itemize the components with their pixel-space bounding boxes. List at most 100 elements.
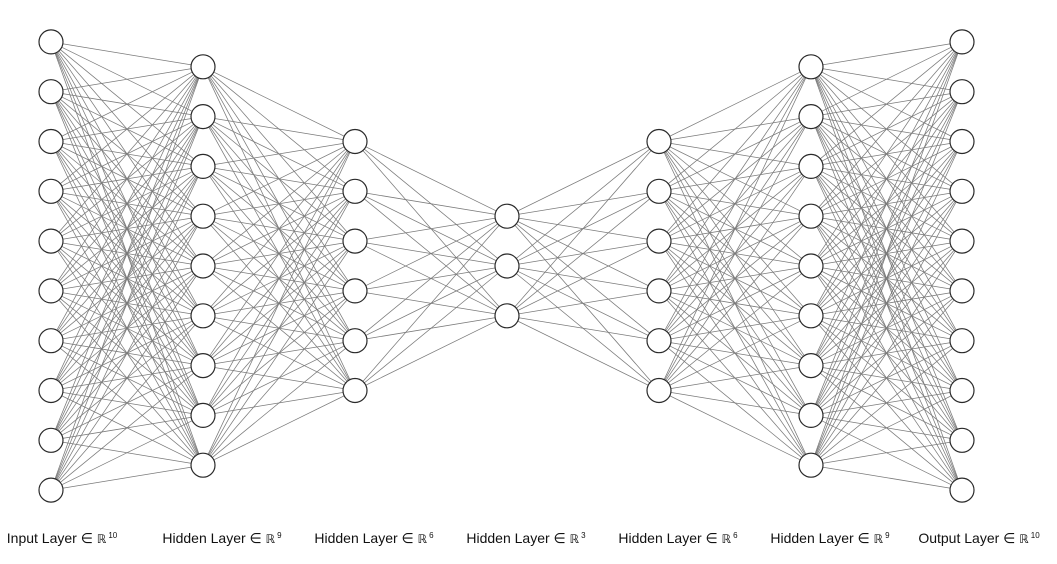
connection-line — [658, 315, 812, 391]
neuron-node — [798, 203, 824, 229]
neuron-node — [949, 79, 975, 105]
connection-line — [202, 141, 356, 466]
neuron-node — [949, 178, 975, 204]
neuron-node — [342, 228, 368, 254]
real-space-symbol: ℝ — [417, 532, 428, 546]
neuron-node — [646, 278, 672, 304]
connection-line — [50, 41, 204, 68]
connection-line — [202, 290, 356, 466]
neuron-node — [646, 178, 672, 204]
neuron-node — [949, 228, 975, 254]
connection-line — [202, 141, 356, 167]
connection-line — [50, 265, 204, 491]
connection-line — [50, 66, 204, 491]
neuron-node — [190, 303, 216, 329]
connection-line — [810, 191, 963, 466]
connection-line — [354, 315, 508, 391]
connection-line — [202, 340, 356, 466]
neuron-node — [342, 377, 368, 404]
connection-line — [506, 240, 660, 317]
connection-line — [202, 141, 356, 366]
connection-line — [658, 215, 812, 391]
neuron-node — [949, 278, 975, 304]
layer-dimension: 10 — [1030, 531, 1040, 540]
connection-line — [50, 66, 204, 441]
neuron-node — [38, 328, 64, 354]
connection-line — [202, 141, 356, 416]
connection-line — [810, 390, 963, 466]
connection-line — [810, 41, 963, 167]
connection-line — [506, 290, 660, 317]
layer-dimension: 3 — [581, 531, 586, 540]
neuron-node — [342, 128, 368, 155]
connection-line — [354, 215, 508, 242]
connection-line — [506, 141, 660, 267]
connection-line — [810, 41, 963, 267]
connection-line — [506, 191, 660, 317]
neuron-node — [646, 128, 672, 155]
connection-line — [202, 390, 356, 466]
connection-line — [658, 66, 812, 242]
connection-line — [810, 240, 963, 466]
connection-line — [658, 390, 812, 416]
layer-name: Output Layer — [918, 530, 1000, 546]
connection-line — [658, 66, 812, 192]
connection-line — [50, 415, 204, 491]
connection-line — [354, 215, 508, 341]
neuron-node — [38, 278, 64, 304]
neuron-node — [38, 427, 64, 453]
neuron-node — [342, 178, 368, 204]
connection-line — [810, 464, 963, 491]
connection-line — [50, 464, 204, 491]
member-symbol: ∈ — [553, 530, 566, 546]
connection-line — [50, 116, 204, 491]
layer-name: Hidden Layer — [466, 530, 550, 546]
connection-line — [506, 141, 660, 217]
member-symbol: ∈ — [705, 530, 718, 546]
neuron-node — [494, 303, 520, 329]
real-space-symbol: ℝ — [96, 532, 107, 546]
neuron-node — [190, 54, 216, 80]
connection-line — [810, 141, 963, 466]
connection-line — [810, 41, 963, 466]
real-space-symbol: ℝ — [873, 532, 884, 546]
connection-line — [202, 240, 356, 466]
neuron-node — [190, 402, 216, 428]
neuron-node — [646, 228, 672, 254]
connection-line — [50, 66, 204, 93]
real-space-symbol: ℝ — [721, 532, 732, 546]
layer-name: Hidden Layer — [314, 530, 398, 546]
neuron-node — [646, 377, 672, 404]
layer-name: Input Layer — [6, 530, 77, 546]
connection-line — [354, 265, 508, 391]
connection-line — [658, 166, 812, 391]
connection-line — [50, 66, 204, 341]
neuron-node — [38, 377, 64, 404]
connection-line — [810, 41, 963, 117]
neuron-node — [38, 178, 64, 204]
connection-line — [50, 315, 204, 491]
neuron-node — [798, 303, 824, 329]
connection-line — [506, 315, 660, 342]
real-space-symbol: ℝ — [1019, 532, 1029, 546]
connection-line — [658, 66, 812, 142]
neuron-node — [38, 79, 64, 105]
connection-line — [658, 66, 812, 292]
connection-line — [202, 116, 356, 142]
neuron-node — [190, 203, 216, 229]
connection-line — [506, 141, 660, 317]
layer-dimension: 6 — [733, 531, 738, 540]
layer-dimension: 9 — [885, 531, 890, 540]
real-space-symbol: ℝ — [569, 532, 580, 546]
member-symbol: ∈ — [857, 530, 870, 546]
connection-line — [810, 290, 963, 466]
neuron-node — [190, 452, 216, 478]
neuron-node — [798, 103, 824, 130]
connection-line — [50, 66, 204, 391]
neuron-node — [494, 253, 520, 279]
connection-line — [50, 166, 204, 491]
